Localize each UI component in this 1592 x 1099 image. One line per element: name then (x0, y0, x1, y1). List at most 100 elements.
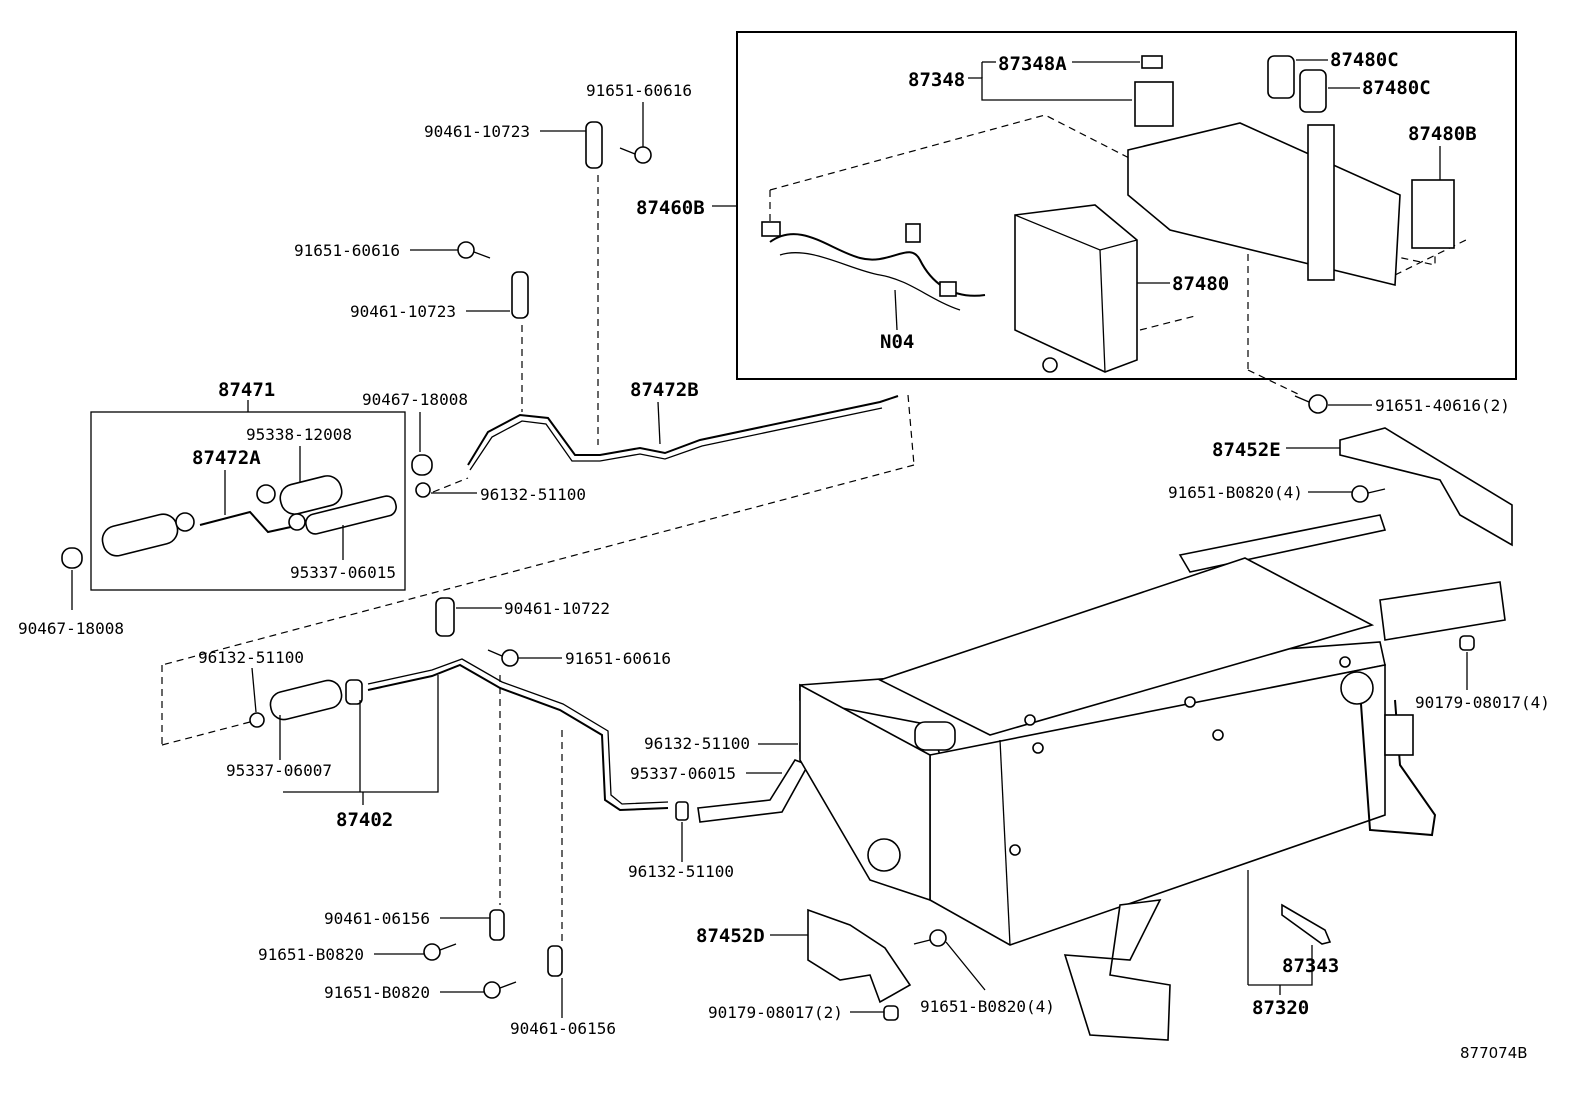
label-87460b: 87460B (636, 197, 705, 219)
heater-right-port (1340, 671, 1374, 705)
label-90461-10723-top: 90461-10723 (424, 122, 530, 141)
bracket-87452d (807, 908, 912, 1004)
label-95337-06015-b: 95337-06015 (630, 764, 736, 783)
label-90461-06156-b: 90461-06156 (510, 1019, 616, 1038)
label-87480c-b: 87480C (1362, 77, 1431, 99)
hose-set-87471: 87471 95338-12008 87472A 95337-06015 (90, 379, 406, 591)
label-87348a: 87348A (998, 53, 1067, 75)
hose-upper (279, 475, 343, 515)
heater-fitting (914, 721, 956, 751)
clamps-90467: 90467-18008 96132-51100 90467-18008 (18, 390, 586, 638)
relay-87480c-a (1267, 55, 1295, 99)
hose-clip-3 (288, 513, 306, 531)
ecu-bolt (1042, 357, 1058, 373)
label-95338-12008: 95338-12008 (246, 425, 352, 444)
label-n04: N04 (880, 331, 914, 353)
label-90467-18008-b: 90467-18008 (18, 619, 124, 638)
clip-87402 (345, 679, 363, 705)
hose-lower (305, 495, 397, 535)
label-87472b: 87472B (630, 379, 699, 401)
bolt-91651-b0820-up (1351, 485, 1369, 503)
hose-clip-2 (256, 484, 276, 504)
label-87402: 87402 (336, 809, 393, 831)
clamp-90461-10722 (435, 597, 455, 637)
label-96132-51100-c: 96132-51100 (644, 734, 750, 753)
label-91651-40616-2: 91651-40616(2) (1375, 396, 1510, 415)
bolt-mid (457, 241, 475, 259)
clamp-top (585, 121, 603, 169)
bolt-91651-b0820-a (423, 943, 441, 961)
label-90179-08017-4: 90179-08017(4) (1415, 693, 1550, 712)
label-91651-b0820-4-up: 91651-B0820(4) (1168, 483, 1303, 502)
hose-clip-1 (175, 512, 195, 532)
label-91651-60616-mid: 91651-60616 (294, 241, 400, 260)
label-91651-60616-low: 91651-60616 (565, 649, 671, 668)
clamp-90467-a (411, 454, 433, 476)
lower-clamps: 90461-06156 91651-B0820 91651-B0820 9046… (258, 909, 616, 1038)
label-90461-10722: 90461-10722 (504, 599, 610, 618)
label-91651-b0820-a: 91651-B0820 (258, 945, 364, 964)
label-87480: 87480 (1172, 273, 1229, 295)
label-96132-51100-d: 96132-51100 (628, 862, 734, 881)
label-91651-60616-top: 91651-60616 (586, 81, 692, 100)
heater-sensor-box (1384, 714, 1414, 756)
clip-96132-b (249, 712, 265, 728)
label-87480c-a: 87480C (1330, 49, 1399, 71)
heater-exhaust (1063, 899, 1171, 1041)
label-91651-b0820-4-low: 91651-B0820(4) (920, 997, 1055, 1016)
hose-set-frame (90, 411, 406, 591)
relay-87480b (1411, 179, 1455, 249)
label-95337-06007: 95337-06007 (226, 761, 332, 780)
bolt-low (501, 649, 519, 667)
ecu-bracket-plate (1127, 122, 1401, 287)
bracket-rail (1307, 124, 1335, 281)
relay-87480c-b (1299, 69, 1327, 113)
heater-port (867, 838, 901, 872)
label-87343: 87343 (1282, 955, 1339, 977)
label-90467-18008-a: 90467-18008 (362, 390, 468, 409)
relay-87348 (1134, 81, 1174, 127)
sensor-87343 (1281, 903, 1332, 945)
bolt-91651-b0820-b (483, 981, 501, 999)
hose-95337-06007 (269, 679, 343, 721)
bolt-91651-b0820-low (929, 929, 947, 947)
fuse-87348a (1141, 55, 1163, 69)
diagram-reference-code: 877074B (1460, 1044, 1528, 1062)
harness-connector-1 (761, 221, 781, 237)
harness-connector-3 (939, 281, 957, 297)
bolt-91651-40616: 91651-40616(2) (1294, 394, 1510, 415)
clamp-mid (511, 271, 529, 319)
heater-top-panel (877, 557, 1375, 736)
label-90461-06156-a: 90461-06156 (324, 909, 430, 928)
clip-96132-a (415, 482, 431, 498)
label-87452e: 87452E (1212, 439, 1281, 461)
bolt-top (634, 146, 652, 164)
frame-rail-upper (1178, 514, 1387, 573)
label-87320: 87320 (1252, 997, 1309, 1019)
label-90461-10723-mid: 90461-10723 (350, 302, 456, 321)
ecu-labels: 87348 87348A 87480C 87480C 87480B 87460B… (636, 49, 1477, 353)
label-87472a: 87472A (192, 447, 261, 469)
frame-rail-right (1379, 581, 1506, 641)
bolt-90179-08017-2 (883, 1005, 899, 1021)
label-87452d: 87452D (696, 925, 765, 947)
pipe-87472b: 87472B (161, 379, 915, 746)
label-95337-06015-a: 95337-06015 (290, 563, 396, 582)
bolt-90179-08017-4 (1459, 635, 1475, 651)
label-90179-08017-2: 90179-08017(2) (708, 1003, 843, 1022)
label-96132-51100-b: 96132-51100 (198, 648, 304, 667)
harness-connector-2 (905, 223, 921, 243)
upper-clamps: 91651-60616 90461-10723 91651-60616 9046… (294, 81, 692, 445)
pipe-87402: 90461-10722 91651-60616 96132-51100 9533… (198, 597, 671, 942)
label-91651-b0820-b: 91651-B0820 (324, 983, 430, 1002)
ecu-87480 (1014, 204, 1138, 373)
clamp-90461-06156-a (489, 909, 505, 941)
ecu-assembly (736, 31, 1517, 396)
clamp-90461-06156-b (547, 945, 563, 977)
heater-labels: 87343 87320 90179-08017(4) 87452E 91651-… (696, 427, 1550, 1022)
label-87480b: 87480B (1408, 123, 1477, 145)
label-96132-51100-a: 96132-51100 (480, 485, 586, 504)
hose-left (101, 513, 179, 557)
middle-hoses: 96132-51100 95337-06015 96132-51100 (628, 734, 815, 881)
